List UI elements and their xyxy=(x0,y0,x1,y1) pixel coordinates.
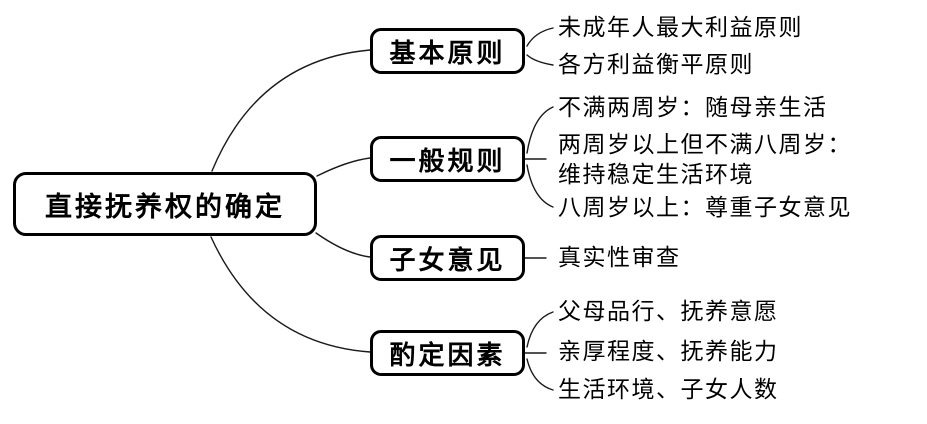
branch-node-discretionary-factors[interactable]: 酌定因素 xyxy=(370,330,525,376)
leaf-node-best-interest-principle[interactable]: 未成年人最大利益原则 xyxy=(558,15,803,40)
connector-branch-1-leaf-0 xyxy=(526,106,554,154)
leaf-node-two-to-eight-stable-environment[interactable]: 两周岁以上但不满八周岁： 维持稳定生活环境 xyxy=(558,132,852,187)
connector-branch-3-leaf-2 xyxy=(526,358,554,391)
leaf-node-authenticity-review[interactable]: 真实性审查 xyxy=(558,245,681,270)
connector-root-branch-2 xyxy=(315,232,371,258)
leaf-node-over-eight-respect-opinion[interactable]: 八周岁以上：尊重子女意见 xyxy=(558,195,852,220)
connector-root-branch-0 xyxy=(211,49,371,172)
leaf-node-interest-balance-principle[interactable]: 各方利益衡平原则 xyxy=(558,52,754,77)
connector-branch-0-leaf-1 xyxy=(526,54,554,66)
connector-branch-1-leaf-2 xyxy=(526,164,554,208)
leaf-node-conduct-and-willingness[interactable]: 父母品行、抚养意愿 xyxy=(558,299,779,324)
root-node-custody-determination[interactable]: 直接抚养权的确定 xyxy=(13,172,317,236)
connector-branch-3-leaf-0 xyxy=(526,311,554,348)
leaf-node-environment-and-number-of-children[interactable]: 生活环境、子女人数 xyxy=(558,377,779,402)
connector-branch-0-leaf-0 xyxy=(526,27,554,47)
branch-node-basic-principles[interactable]: 基本原则 xyxy=(370,28,525,74)
branch-node-general-rules[interactable]: 一般规则 xyxy=(370,136,525,182)
branch-node-child-opinion[interactable]: 子女意见 xyxy=(370,235,525,281)
connector-root-branch-3 xyxy=(210,236,371,353)
leaf-node-under-two-with-mother[interactable]: 不满两周岁：随母亲生活 xyxy=(558,95,828,120)
connector-root-branch-1 xyxy=(316,157,371,177)
leaf-node-closeness-and-ability[interactable]: 亲厚程度、抚养能力 xyxy=(558,339,779,364)
